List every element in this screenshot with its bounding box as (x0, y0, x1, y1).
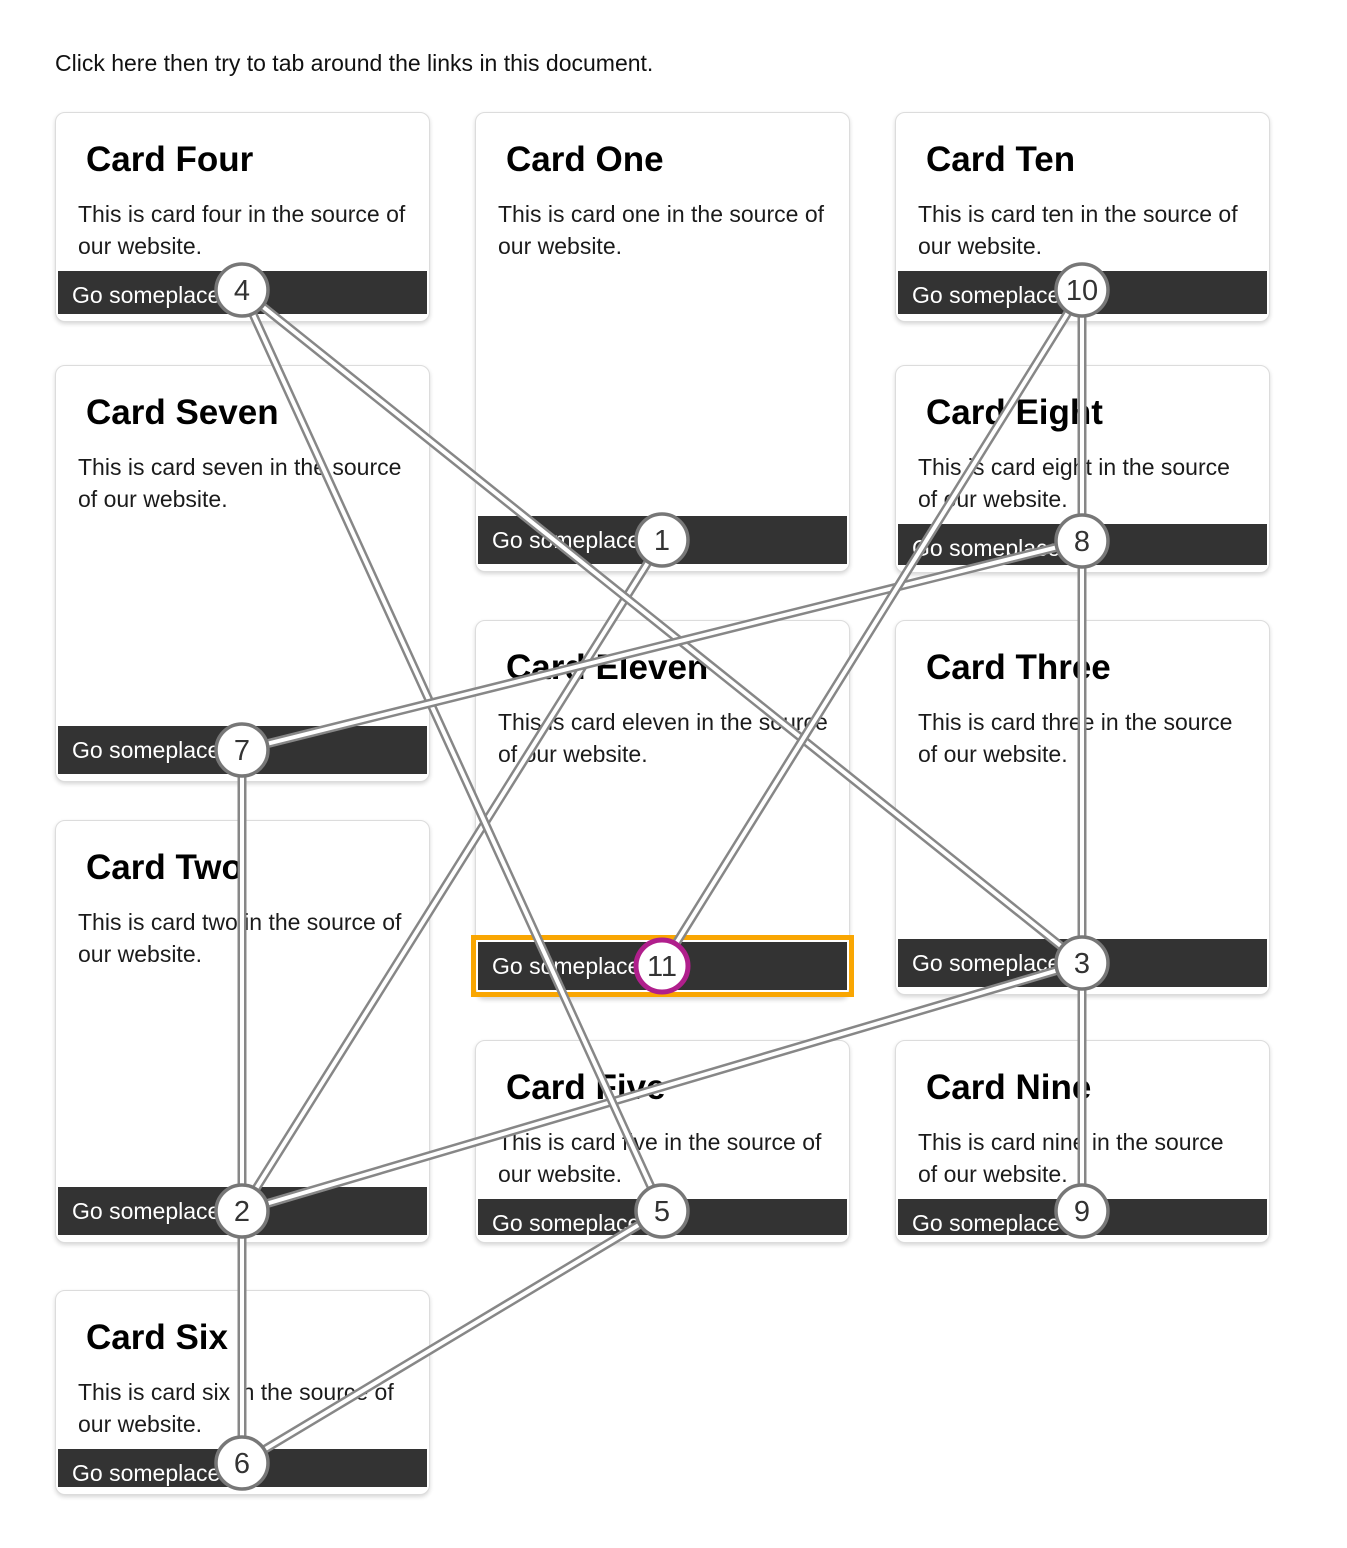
card-body: Card Two This is card two in the source … (58, 821, 427, 1187)
card-four-link[interactable]: Go someplace (58, 270, 427, 314)
card-four: Card Four This is card four in the sourc… (55, 112, 430, 322)
card-title: Card One (506, 140, 664, 179)
card-text: This is card one in the source of our we… (498, 200, 824, 260)
card-body: Card Six This is card six in the source … (58, 1291, 427, 1449)
card-ten-link[interactable]: Go someplace (898, 270, 1267, 314)
card-body: Card Ten This is card ten in the source … (898, 113, 1267, 271)
card-eleven: Card Eleven This is card eleven in the s… (471, 620, 854, 998)
card-seven-link[interactable]: Go someplace (58, 726, 427, 774)
card-text: This is card six in the source of our we… (78, 1378, 394, 1438)
card-two-link[interactable]: Go someplace (58, 1187, 427, 1235)
card-title: Card Two (86, 848, 243, 887)
card-two: Card Two This is card two in the source … (55, 820, 430, 1243)
card-text: This is card three in the source of our … (918, 708, 1233, 768)
card-body: Card Nine This is card nine in the sourc… (898, 1041, 1267, 1199)
card-text: This is card seven in the source of our … (78, 453, 402, 513)
card-eleven-link[interactable]: Go someplace (471, 935, 854, 997)
card-text: This is card eleven in the source of our… (498, 708, 828, 768)
card-eight: Card Eight This is card eight in the sou… (895, 365, 1270, 573)
card-one: Card One This is card one in the source … (475, 112, 850, 572)
card-text: This is card five in the source of our w… (498, 1128, 822, 1188)
card-body: Card Seven This is card seven in the sou… (58, 366, 427, 726)
card-eight-link[interactable]: Go someplace (898, 523, 1267, 565)
card-nine-link[interactable]: Go someplace (898, 1198, 1267, 1235)
card-body: Card Three This is card three in the sou… (898, 621, 1267, 939)
card-text: This is card nine in the source of our w… (918, 1128, 1224, 1188)
card-title: Card Eleven (506, 648, 709, 687)
card-six-link[interactable]: Go someplace (58, 1448, 427, 1487)
card-three: Card Three This is card three in the sou… (895, 620, 1270, 995)
card-body: Card One This is card one in the source … (478, 113, 847, 516)
card-title: Card Five (506, 1068, 666, 1107)
card-six: Card Six This is card six in the source … (55, 1290, 430, 1495)
card-seven: Card Seven This is card seven in the sou… (55, 365, 430, 782)
card-nine: Card Nine This is card nine in the sourc… (895, 1040, 1270, 1243)
card-text: This is card ten in the source of our we… (918, 200, 1238, 260)
card-text: This is card four in the source of our w… (78, 200, 406, 260)
card-title: Card Seven (86, 393, 279, 432)
card-title: Card Nine (926, 1068, 1092, 1107)
card-three-link[interactable]: Go someplace (898, 939, 1267, 987)
card-body: Card Four This is card four in the sourc… (58, 113, 427, 271)
card-body: Card Eleven This is card eleven in the s… (478, 621, 847, 942)
card-five: Card Five This is card five in the sourc… (475, 1040, 850, 1243)
card-text: This is card two in the source of our we… (78, 908, 402, 968)
instruction-text[interactable]: Click here then try to tab around the li… (55, 50, 654, 76)
card-title: Card Ten (926, 140, 1076, 179)
card-title: Card Six (86, 1318, 228, 1357)
card-text: This is card eight in the source of our … (918, 453, 1230, 513)
card-body: Card Eight This is card eight in the sou… (898, 366, 1267, 524)
card-title: Card Four (86, 140, 254, 179)
card-body: Card Five This is card five in the sourc… (478, 1041, 847, 1199)
card-one-link[interactable]: Go someplace (478, 516, 847, 564)
card-title: Card Eight (926, 393, 1103, 432)
card-five-link[interactable]: Go someplace (478, 1198, 847, 1235)
card-ten: Card Ten This is card ten in the source … (895, 112, 1270, 322)
card-title: Card Three (926, 648, 1111, 687)
